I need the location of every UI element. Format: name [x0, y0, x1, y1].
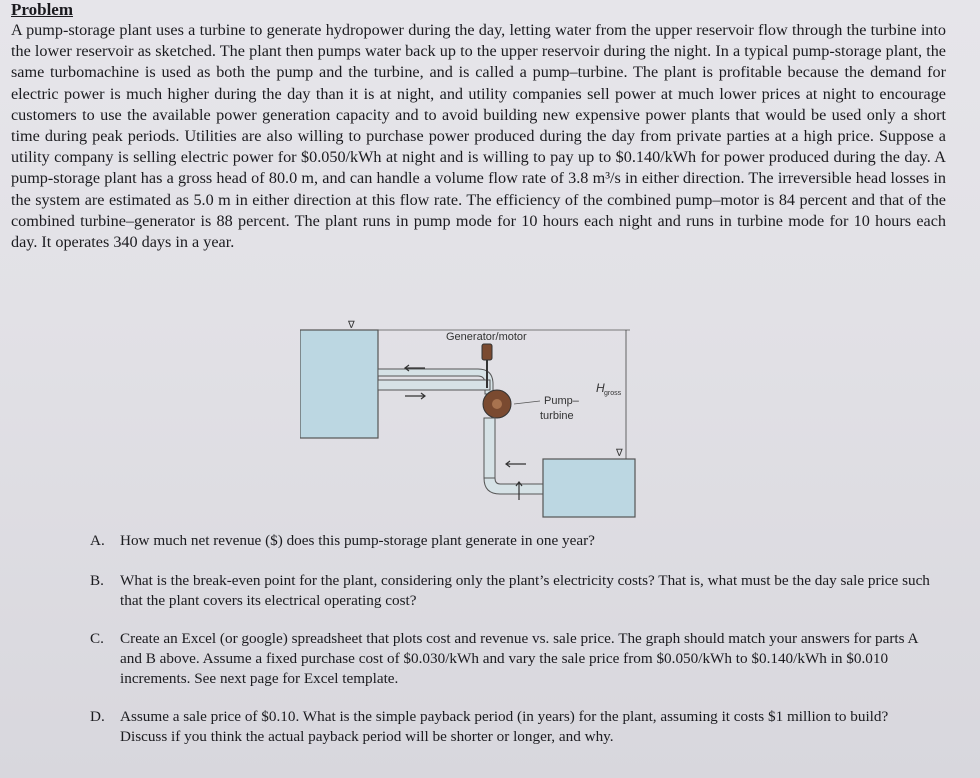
diagram-svg: ∇ ∇ Generator/motor Pump– turbine H gros…	[299, 320, 636, 518]
problem-heading: Problem	[11, 0, 74, 19]
question-c: C. Create an Excel (or google) spreadshe…	[90, 629, 930, 689]
upper-reservoir	[299, 329, 379, 439]
arrow-lower-up-head	[515, 481, 523, 487]
question-letter: C.	[90, 630, 104, 647]
head-subscript: gross	[604, 390, 622, 397]
arrow-left-head	[404, 364, 410, 372]
problem-statement: A pump-storage plant uses a turbine to g…	[11, 21, 946, 252]
question-a: A. How much net revenue ($) does this pu…	[90, 531, 930, 551]
question-text: Assume a sale price of $0.10. What is th…	[120, 708, 889, 745]
question-d: D. Assume a sale price of $0.10. What is…	[90, 707, 930, 747]
generator-label: Generator/motor	[446, 331, 527, 343]
pump-turbine-hub	[492, 399, 502, 409]
arrow-lower-left-head	[505, 460, 511, 468]
upper-level-symbol: ∇	[347, 320, 355, 331]
pump-leader-line	[513, 400, 541, 405]
lower-pipe-bend	[483, 477, 551, 495]
head-label: H	[596, 381, 605, 395]
question-text: How much net revenue ($) does this pump-…	[120, 532, 595, 549]
lower-pipe-vertical	[483, 417, 496, 479]
pump-label-line2: turbine	[540, 410, 574, 422]
question-text: Create an Excel (or google) spreadsheet …	[120, 630, 918, 687]
question-letter: A.	[90, 532, 105, 549]
question-list: A. How much net revenue ($) does this pu…	[90, 531, 930, 765]
arrow-right-head	[420, 392, 426, 400]
question-b: B. What is the break-even point for the …	[90, 571, 930, 611]
pump-storage-diagram: ∇ ∇ Generator/motor Pump– turbine H gros…	[299, 318, 660, 533]
question-letter: D.	[90, 708, 105, 725]
upper-pipe-body	[377, 379, 491, 391]
question-text: What is the break-even point for the pla…	[120, 572, 930, 609]
question-letter: B.	[90, 572, 104, 589]
generator-body	[481, 343, 493, 361]
lower-reservoir	[542, 458, 636, 518]
lower-level-symbol: ∇	[615, 448, 623, 459]
pump-label-line1: Pump–	[544, 395, 580, 407]
